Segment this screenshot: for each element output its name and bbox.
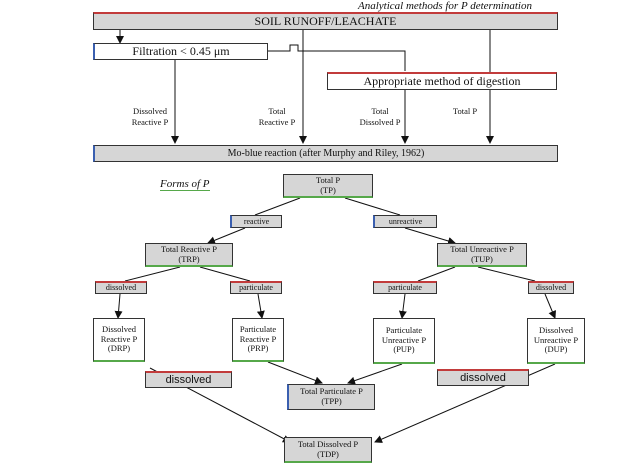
- node-particulate-unreactive-p: Particulate Unreactive P (PUP): [373, 318, 435, 364]
- node-label-2: Reactive P: [100, 333, 138, 344]
- node-total-dissolved-p: Total Dissolved P (TDP): [284, 437, 372, 463]
- node-total-particulate-p: Total Particulate P (TPP): [287, 384, 375, 410]
- node-abbr: (DUP): [544, 344, 568, 355]
- tag-particulate-left: particulate: [230, 281, 282, 294]
- forms-title: Forms of P: [160, 178, 210, 191]
- tag-particulate-right: particulate: [373, 281, 437, 294]
- node-particulate-reactive-p: Particulate Reactive P (PRP): [232, 318, 284, 362]
- line-trp-to-dissolved: [124, 266, 181, 282]
- node-abbr: (PUP): [393, 344, 415, 355]
- digestion-box: Appropriate method of digestion: [327, 72, 557, 90]
- node-label-2: Reactive P: [239, 333, 277, 344]
- node-total-unreactive-p: Total Unreactive P (TUP): [437, 243, 527, 267]
- line-tup-to-dissolved: [477, 266, 536, 282]
- label-line-1: Total: [268, 106, 286, 116]
- tag-reactive: reactive: [230, 215, 282, 228]
- tag-dissolved-big-right: dissolved: [437, 369, 529, 386]
- node-abbr: (DRP): [107, 343, 131, 354]
- node-label: Total Dissolved P: [297, 438, 359, 449]
- arrow-prp-to-tpp: [267, 361, 323, 385]
- node-label: Total Reactive P: [160, 243, 218, 254]
- node-abbr: (PRP): [247, 343, 269, 354]
- tag-dissolved-right: dissolved: [528, 281, 574, 294]
- label-total-reactive-p: Total Reactive P: [247, 106, 307, 127]
- node-abbr: (TRP): [178, 253, 200, 264]
- mo-blue-box: Mo-blue reaction (after Murphy and Riley…: [93, 145, 558, 162]
- node-abbr: (TUP): [471, 253, 493, 264]
- line-tup-to-particulate: [417, 266, 456, 282]
- label-line-2: Dissolved P: [359, 116, 401, 127]
- arrow-unreactive-to-tup: [404, 227, 456, 245]
- line-tp-to-unreactive: [344, 197, 401, 216]
- node-abbr: (TP): [320, 184, 336, 195]
- label-line-1: Total: [371, 106, 389, 116]
- line-tp-to-reactive: [254, 197, 301, 216]
- node-label: Total P: [315, 174, 341, 185]
- arrow-dissolved-to-drp: [114, 293, 123, 319]
- label-line-1: Dissolved: [133, 106, 167, 116]
- arrow-pup-to-tpp: [347, 363, 403, 385]
- tag-unreactive: unreactive: [373, 215, 437, 228]
- node-abbr: (TPP): [321, 396, 342, 406]
- line-filtration-to-digestion: [268, 44, 406, 71]
- node-label-2: Unreactive P: [533, 334, 579, 345]
- node-label-1: Dissolved: [539, 324, 573, 335]
- filtration-box: Filtration < 0.45 μm: [93, 43, 268, 60]
- tag-dissolved-big-left: dissolved: [145, 371, 232, 388]
- arrow-particulate-to-prp: [256, 293, 265, 319]
- node-label-1: Dissolved: [102, 323, 136, 334]
- label-line-2: Reactive P: [258, 116, 296, 127]
- node-label: Total Unreactive P: [450, 243, 514, 254]
- arrow-reactive-to-trp: [207, 227, 246, 245]
- node-dissolved-reactive-p: Dissolved Reactive P (DRP): [93, 318, 145, 362]
- node-label-1: Particulate: [385, 324, 423, 335]
- node-dissolved-unreactive-p: Dissolved Unreactive P (DUP): [527, 318, 585, 364]
- node-label: Total Particulate P: [300, 386, 363, 397]
- soil-runoff-box: SOIL RUNOFF/LEACHATE: [93, 12, 558, 30]
- node-abbr: (TDP): [317, 448, 339, 459]
- node-total-p: Total P (TP): [283, 174, 373, 198]
- label-dissolved-reactive-p: Dissolved Reactive P: [120, 106, 180, 127]
- label-total-dissolved-p: Total Dissolved P: [350, 106, 410, 127]
- label-total-p: Total P: [452, 106, 478, 116]
- arrow-particulate-to-pup: [398, 293, 407, 319]
- line-trp-to-particulate: [199, 266, 251, 282]
- node-label-2: Unreactive P: [381, 334, 427, 345]
- tag-dissolved-left: dissolved: [95, 281, 147, 294]
- node-total-reactive-p: Total Reactive P (TRP): [145, 243, 233, 267]
- arrow-dissolved-to-dup: [544, 293, 556, 319]
- label-line-2: Reactive P: [131, 116, 169, 127]
- node-label-1: Particulate: [239, 323, 277, 334]
